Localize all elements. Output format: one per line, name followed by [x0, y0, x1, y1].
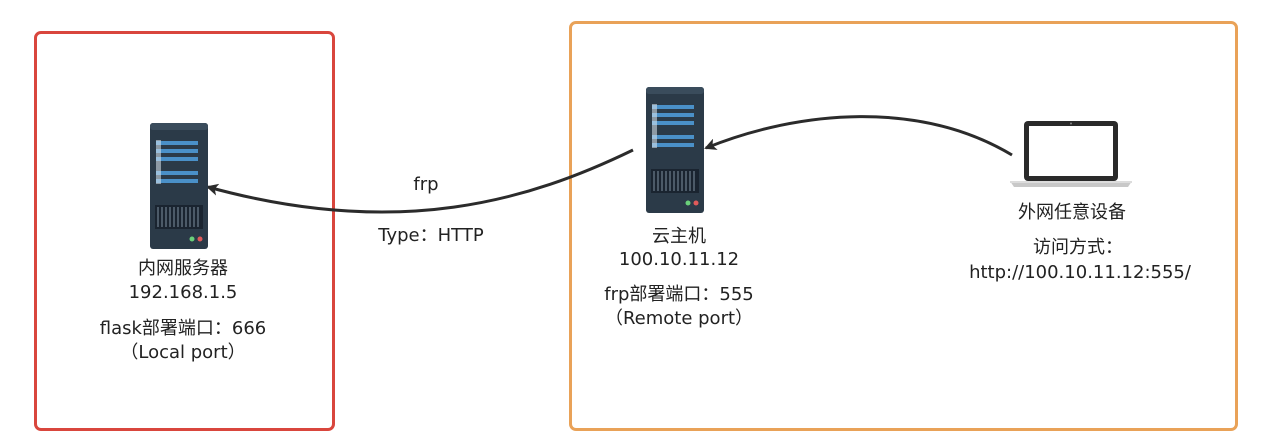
cloud-server-icon	[646, 87, 704, 217]
cloud-host-port: frp部署端口：555	[604, 284, 754, 305]
local-server-port-note: （Local port）	[120, 342, 246, 363]
cloud-host-ip: 100.10.11.12	[618, 249, 740, 270]
local-server-name: 内网服务器	[138, 258, 228, 279]
local-server-ip: 192.168.1.5	[128, 282, 238, 303]
tunnel-label: frp	[413, 174, 439, 195]
local-server-icon	[150, 123, 208, 253]
laptop-icon	[1008, 119, 1136, 193]
frp-tunnel-arrow	[206, 148, 634, 214]
connections-layer	[206, 115, 1013, 214]
external-device-access-label: 访问方式：	[1033, 237, 1123, 258]
access-arrow	[704, 115, 1013, 157]
cloud-host-name: 云主机	[652, 226, 706, 247]
cloud-host-port-note: （Remote port）	[604, 308, 754, 329]
external-device-name: 外网任意设备	[1018, 202, 1126, 223]
external-device-access-url: http://100.10.11.12:555/	[969, 262, 1191, 283]
local-server-port: flask部署端口：666	[99, 318, 267, 339]
tunnel-type-label: Type：HTTP	[378, 225, 484, 246]
